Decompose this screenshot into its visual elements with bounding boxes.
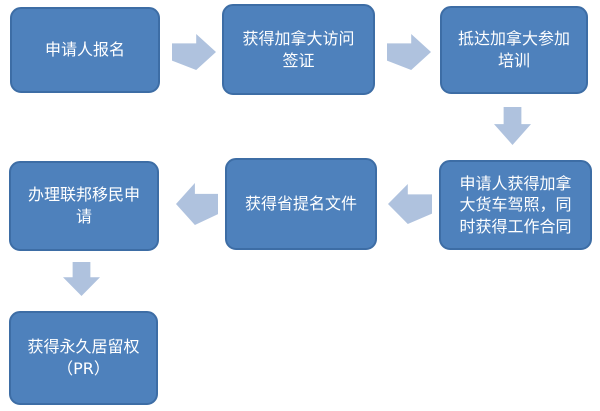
arrow-right-icon [387,34,431,70]
arrow-down-icon [63,262,100,296]
flow-step-applicant-registration: 申请人报名 [10,7,160,93]
arrow-left-icon [388,184,432,224]
arrow-right-icon [172,34,216,70]
arrow-left-icon [176,183,218,225]
flow-step-provincial-nomination: 获得省提名文件 [225,158,377,250]
flow-step-federal-immigration: 办理联邦移民申 请 [9,161,159,251]
flow-step-visitor-visa: 获得加拿大访问 签证 [222,4,375,95]
flow-step-permanent-residence: 获得永久居留权 （PR） [9,311,158,405]
flow-step-license-contract: 申请人获得加拿 大货车驾照，同 时获得工作合同 [439,160,592,250]
flow-step-arrive-training: 抵达加拿大参加 培训 [440,6,588,94]
arrow-down-icon [494,107,531,145]
